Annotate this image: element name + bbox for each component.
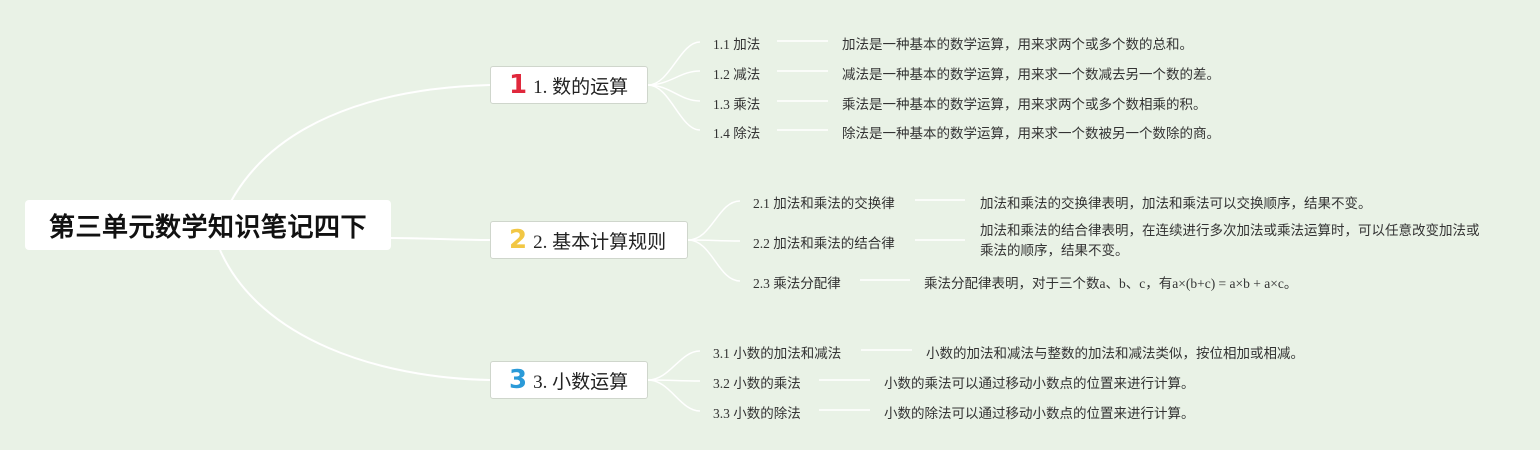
branch-label: 2. 基本计算规则: [533, 231, 667, 253]
link-b1-t1: [647, 41, 701, 86]
link-root-branch-1: [219, 84, 491, 226]
topic-description[interactable]: 小数的除法可以通过移动小数点的位置来进行计算。: [884, 406, 1195, 421]
branch-label: 3. 小数运算: [533, 371, 629, 393]
topic-associative-law[interactable]: 2.2 加法和乘法的结合律: [753, 236, 895, 251]
topic-description[interactable]: 小数的乘法可以通过移动小数点的位置来进行计算。: [884, 376, 1195, 391]
link-b1-t4: [647, 84, 701, 131]
root-topic[interactable]: 第三单元数学知识笔记四下: [25, 200, 391, 250]
topic-description[interactable]: 加法是一种基本的数学运算，用来求两个或多个数的总和。: [842, 37, 1193, 52]
branch-basic-rules[interactable]: 2 2. 基本计算规则: [490, 221, 688, 259]
link-root-branch-3: [219, 249, 491, 381]
topic-division[interactable]: 1.4 除法: [713, 126, 761, 141]
topic-description[interactable]: 小数的加法和减法与整数的加法和减法类似，按位相加或相减。: [926, 346, 1304, 361]
topic-decimal-multiplication[interactable]: 3.2 小数的乘法: [713, 376, 801, 391]
topic-addition[interactable]: 1.1 加法: [713, 37, 761, 52]
topic-description[interactable]: 乘法是一种基本的数学运算，用来求两个或多个数相乘的积。: [842, 97, 1207, 112]
branch-label: 1. 数的运算: [533, 76, 629, 98]
topic-subtraction[interactable]: 1.2 减法: [713, 67, 761, 82]
topic-description[interactable]: 除法是一种基本的数学运算，用来求一个数被另一个数除的商。: [842, 126, 1220, 141]
branch-decimal-operations[interactable]: 3 3. 小数运算: [490, 361, 648, 399]
topic-description[interactable]: 减法是一种基本的数学运算，用来求一个数减去另一个数的差。: [842, 67, 1220, 82]
topic-multiplication[interactable]: 1.3 乘法: [713, 97, 761, 112]
topic-description[interactable]: 乘法分配律表明，对于三个数a、b、c，有a×(b+c) = a×b + a×c。: [924, 276, 1298, 291]
link-b3-t3: [647, 379, 701, 412]
topic-decimal-division[interactable]: 3.3 小数的除法: [713, 406, 801, 421]
topic-decimal-add-subtract[interactable]: 3.1 小数的加法和减法: [713, 346, 842, 361]
link-b3-t1: [647, 350, 701, 381]
branch-number-operations[interactable]: 1 1. 数的运算: [490, 66, 648, 104]
number-one-icon: 1: [509, 70, 528, 100]
number-three-icon: 3: [509, 365, 528, 395]
topic-description[interactable]: 加法和乘法的交换律表明，加法和乘法可以交换顺序，结果不变。: [980, 196, 1372, 211]
topic-description[interactable]: 加法和乘法的结合律表明，在连续进行多次加法或乘法运算时，可以任意改变加法或乘法的…: [980, 223, 1480, 258]
number-two-icon: 2: [509, 225, 528, 255]
topic-distributive-law[interactable]: 2.3 乘法分配律: [753, 276, 841, 291]
link-b2-t3: [687, 239, 741, 282]
link-b2-t1: [687, 200, 741, 241]
topic-commutative-law[interactable]: 2.1 加法和乘法的交换律: [753, 196, 895, 211]
link-root-branch-2: [389, 237, 491, 241]
